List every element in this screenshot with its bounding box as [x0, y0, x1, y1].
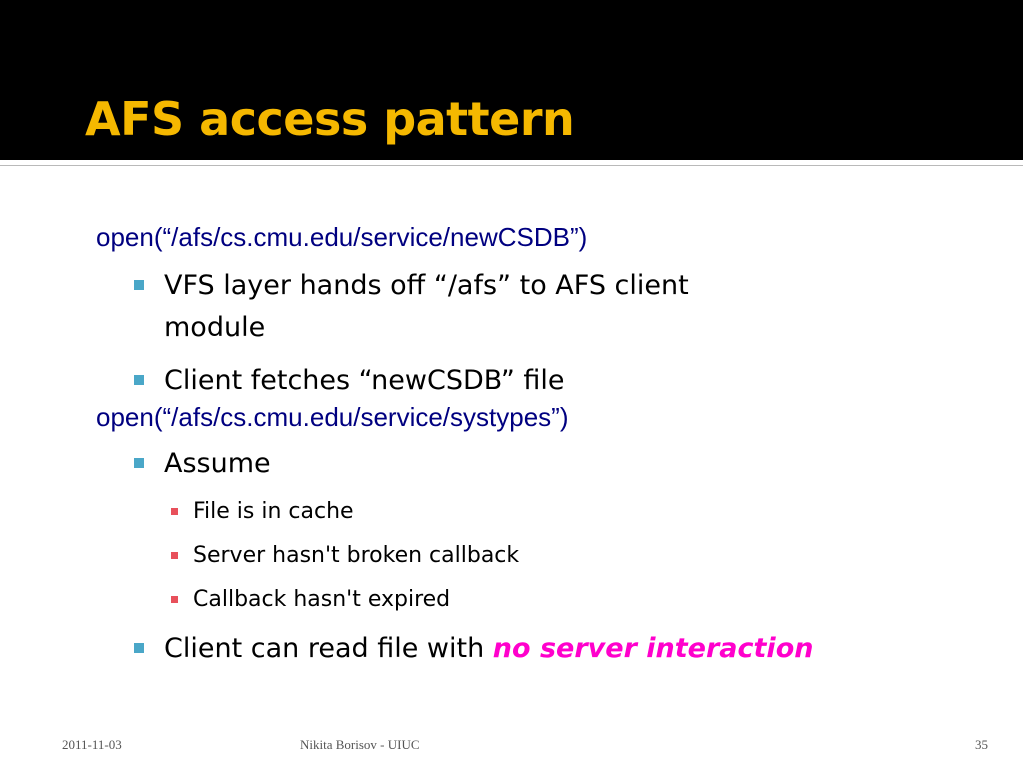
bullet-text: Assume [164, 448, 271, 479]
bullet-assume: Assume [134, 443, 271, 485]
bullet-text: Client can read file with [164, 633, 493, 664]
footer-page-number: 35 [975, 737, 988, 752]
title-divider [0, 165, 1023, 166]
bullet-client-can-read: Client can read file with no server inte… [134, 628, 814, 670]
square-bullet-icon [134, 458, 144, 468]
sub-bullet-callback-not-broken: Server hasn't broken callback [171, 541, 520, 571]
square-sub-bullet-icon [171, 508, 178, 515]
square-sub-bullet-icon [171, 596, 178, 603]
bullet-text-continued: module [164, 312, 266, 343]
title-band: AFS access pattern [0, 0, 1023, 160]
bullet-text: VFS layer hands off “/afs” to AFS client [164, 270, 689, 301]
code-line-open-newcsdb: open(“/afs/cs.cmu.edu/service/newCSDB”) [96, 222, 588, 252]
footer-author: Nikita Borisov - UIUC [300, 737, 420, 752]
sub-bullet-file-in-cache: File is in cache [171, 497, 354, 527]
bullet-client-fetches: Client fetches “newCSDB” file [134, 360, 884, 402]
code-line-open-systypes: open(“/afs/cs.cmu.edu/service/systypes”) [96, 402, 569, 432]
footer-date: 2011-11-03 [62, 737, 122, 752]
sub-bullet-text: File is in cache [193, 499, 354, 524]
bullet-text: Client fetches “newCSDB” file [164, 365, 565, 396]
sub-bullet-text: Server hasn't broken callback [193, 543, 520, 568]
emphasis-text: no server interaction [492, 633, 814, 664]
square-bullet-icon [134, 375, 144, 385]
square-sub-bullet-icon [171, 552, 178, 559]
bullet-vfs-layer: VFS layer hands off “/afs” to AFS client… [134, 265, 884, 349]
sub-bullet-callback-not-expired: Callback hasn't expired [171, 585, 451, 615]
sub-bullet-text: Callback hasn't expired [193, 587, 451, 612]
square-bullet-icon [134, 643, 144, 653]
square-bullet-icon [134, 280, 144, 290]
slide-title: AFS access pattern [85, 92, 575, 146]
